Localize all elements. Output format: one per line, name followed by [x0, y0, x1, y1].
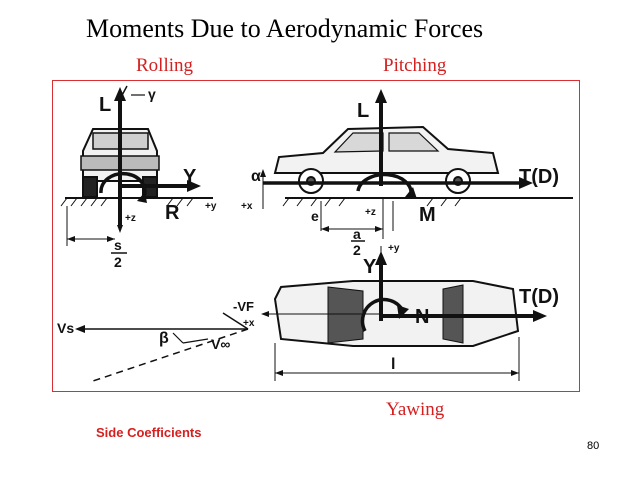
pitching-half-a-numerator: a	[353, 226, 361, 242]
diagram-frame: L γ Y R +y +z s 2 L T(D) α +x e +z M a 2…	[52, 80, 580, 392]
pitching-alpha-label: α	[251, 168, 261, 185]
velocity-triangle-diagram	[75, 312, 249, 382]
page-number: 80	[587, 440, 600, 452]
pitching-plus-x-label: +x	[241, 201, 253, 212]
velocity-vs-label: Vs	[57, 320, 74, 336]
yawing-moment-label: N	[415, 306, 429, 328]
pitching-diagram	[260, 89, 573, 242]
rolling-gamma-label: γ	[148, 86, 156, 102]
pitching-lift-label: L	[357, 100, 369, 122]
velocity-v-inf-label: V∞	[211, 336, 230, 352]
rolling-half-s-denominator: 2	[114, 254, 122, 270]
yawing-plus-y-label: +y	[388, 243, 400, 254]
rolling-side-force-label: Y	[183, 166, 197, 188]
rolling-label: Rolling	[136, 55, 194, 76]
velocity-vf-label: -VF	[233, 299, 254, 314]
aerodynamic-moments-diagram: L γ Y R +y +z s 2 L T(D) α +x e +z M a 2…	[57, 85, 573, 382]
rolling-half-s-numerator: s	[114, 237, 122, 253]
yawing-label: Yawing	[386, 399, 445, 420]
side-coefficients-note: Side Coefficients	[96, 425, 202, 440]
yawing-diagram	[261, 246, 547, 381]
velocity-beta-label: β	[159, 330, 169, 347]
pitching-plus-z-label: +z	[365, 207, 376, 218]
rolling-lift-label: L	[99, 94, 111, 116]
pitching-label: Pitching	[383, 55, 447, 76]
car-side-body-shape	[273, 125, 500, 174]
rolling-diagram	[60, 85, 213, 254]
slide-title: Moments Due to Aerodynamic Forces	[86, 14, 484, 43]
yawing-side-force-label: Y	[363, 256, 377, 278]
yawing-length-label: l	[391, 356, 395, 373]
pitching-e-label: e	[311, 208, 319, 224]
pitching-thrust-drag-label: T(D)	[519, 166, 559, 188]
rolling-plus-z-label: +z	[125, 213, 136, 224]
yawing-thrust-drag-label: T(D)	[519, 286, 559, 308]
yawing-plus-x-label: +x	[243, 318, 255, 329]
pitching-half-a-denominator: 2	[353, 242, 361, 258]
pitching-moment-label: M	[419, 204, 436, 226]
rolling-plus-y-label: +y	[205, 201, 217, 212]
rolling-moment-label: R	[165, 202, 180, 224]
